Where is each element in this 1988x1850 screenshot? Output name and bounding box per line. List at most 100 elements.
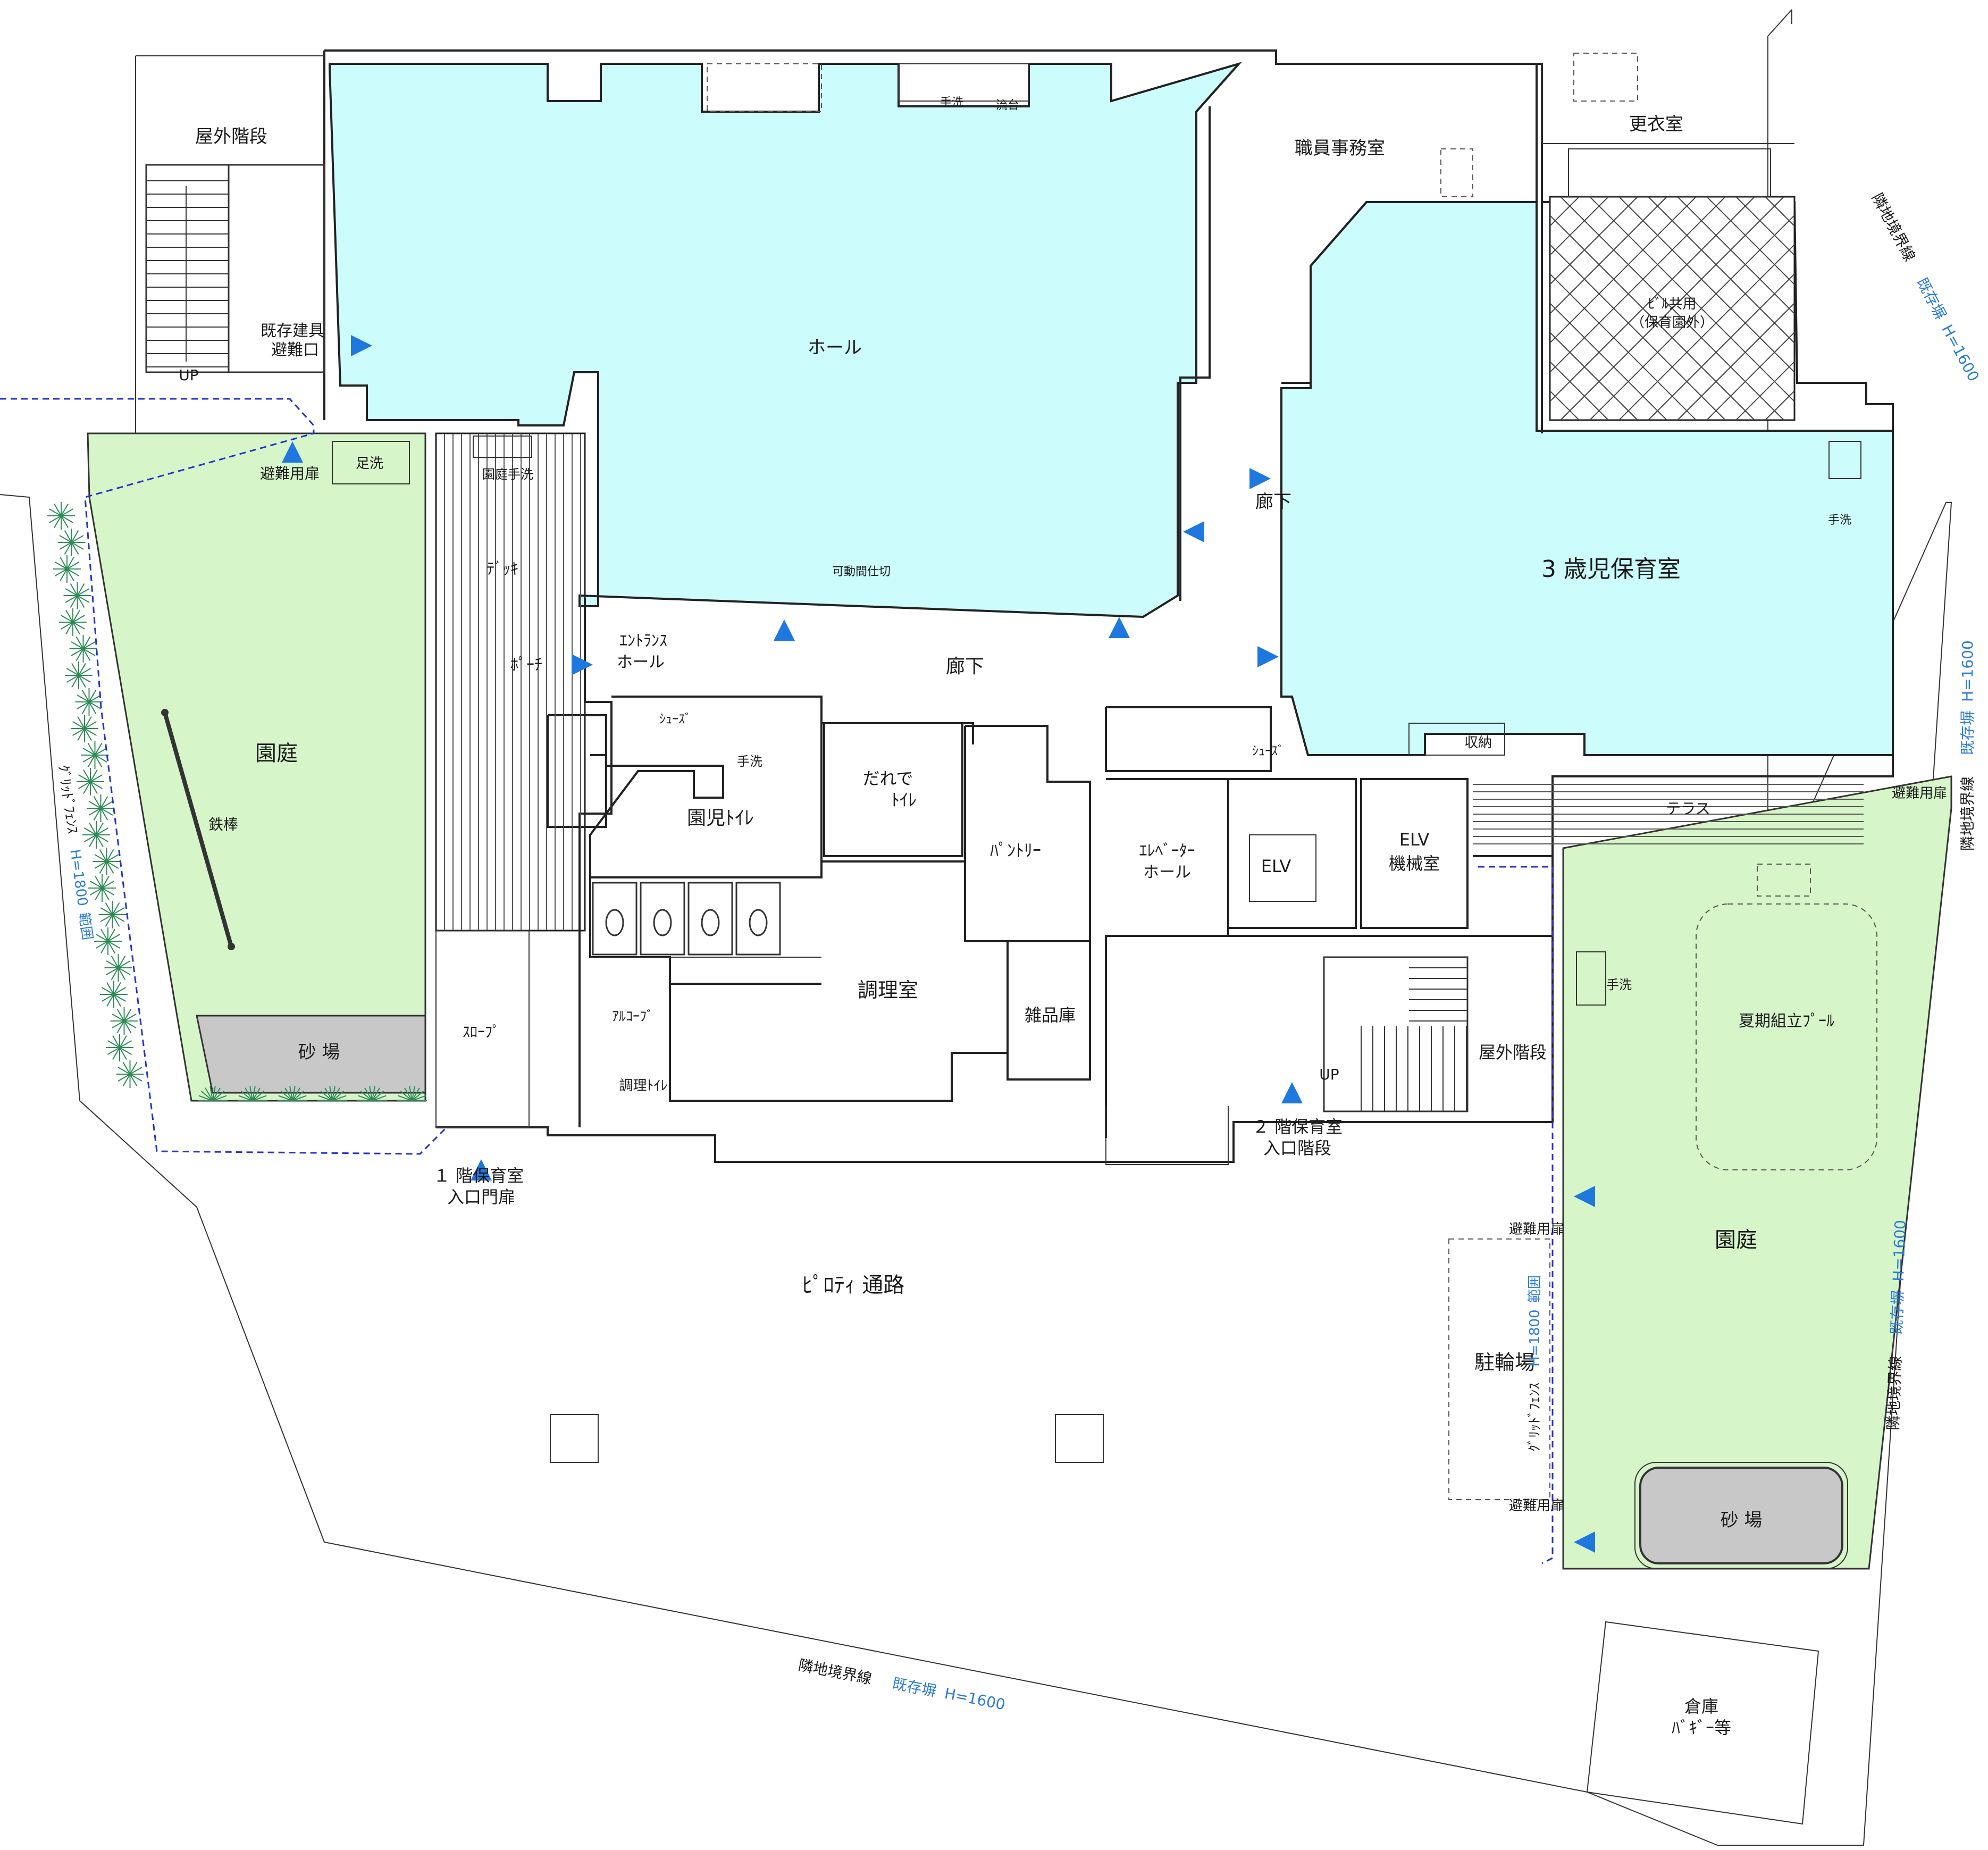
plant-leaf [96,822,104,835]
plant-leaf [60,568,68,582]
entrance-1f-label-2: 入口門扉 [447,1187,515,1207]
handwash-hall-label: 手洗 [940,96,963,110]
evacuation-arrow-icon [1257,646,1279,667]
plant-leaf [116,1020,125,1034]
boundary-bottom-h: H=1600 [943,1685,1007,1713]
garden-handwash-sink-right [1576,951,1606,1006]
toilet-stall [687,882,733,956]
shoes-label-2: ｼｭｰｽﾞ [1252,743,1284,758]
plant-leaf [106,849,114,862]
plant-leaf [95,875,103,889]
plant-leaf [61,515,69,529]
terrace-label: テラス [1666,800,1710,817]
planting-left [47,502,427,1101]
plant-leaf [105,902,113,915]
plant-leaf [372,1095,387,1101]
plant-leaf [88,801,101,809]
plant-leaf [332,1086,335,1101]
plant-leaf [94,755,103,768]
boundary-right-upper-wall: 既存塀 [1913,275,1950,323]
plant-leaf [87,742,96,756]
plant-leaf [112,914,125,922]
plant-leaf [102,888,110,901]
slope-area [435,930,530,1128]
plant-leaf [90,781,98,794]
plant-leaf [72,721,85,729]
warehouse [1586,1621,1819,1825]
plant-leaf [66,568,74,582]
building-common-label: ﾋﾞﾙ共用 [1648,296,1696,312]
plant-leaf [71,663,79,676]
plant-leaf [66,556,74,570]
hatch-line [1706,331,1794,420]
plant-leaf [119,1040,132,1048]
plant-leaf [48,508,62,516]
plant-leaf [102,888,115,895]
deck-frame [435,432,586,932]
plant-leaf [77,583,85,596]
plant-leaf [369,1086,373,1101]
evacuation-arrow-icon [1574,1186,1595,1207]
plant-leaf [87,755,96,768]
hatch-line [1618,244,1794,420]
plant-leaf [284,1087,293,1101]
fence-right-1: ｸﾞﾘｯﾄﾞﾌｪﾝｽ [1527,1383,1543,1452]
plant-leaf [318,1095,333,1101]
elevator-hall-label-1: ｴﾚﾍﾞｰﾀｰ [1139,842,1195,860]
entrance-2f-label-2: 入口階段 [1263,1138,1331,1158]
plant-leaf [398,1095,413,1101]
boundary-right-mid-h: H=1600 [1959,640,1976,702]
plant-leaf [76,636,84,649]
plant-leaf [412,1087,420,1101]
plant-leaf [89,822,97,835]
plant-leaf [364,1087,373,1101]
plant-leaf [252,1095,267,1101]
plant-leaf [280,1091,293,1101]
plant-leaf [84,721,97,729]
boundary-bottom: 隣地境界線 [797,1656,874,1687]
plant-leaf [61,508,74,516]
plant-leaf [54,503,62,516]
universal-toilet-label-2: ﾄｲﾚ [891,790,917,810]
plant-leaf [65,622,73,635]
plant-leaf [78,774,91,782]
plant-leaf [84,728,97,736]
plant-leaf [60,615,73,623]
plant-leaf [89,694,102,702]
plant-leaf [101,994,114,1002]
plant-leaf [84,728,92,741]
plant-leaf [77,728,85,741]
plant-leaf [95,941,108,949]
plant-leaf [360,1091,373,1101]
plant-leaf [113,994,127,1002]
plant-leaf [82,748,95,756]
hall-area [329,62,1243,618]
evacuation-arrow-icon [282,441,303,463]
class3-area [1280,201,1894,756]
plant-leaf [209,1086,213,1101]
plant-leaf [83,781,91,794]
column-2 [1055,1414,1104,1463]
plant-leaf [100,941,108,954]
toilet-bowl [701,909,720,936]
plant-leaf [88,808,101,816]
plant-leaf [106,967,119,975]
plant-leaf [212,1095,227,1101]
column-1 [550,1414,599,1463]
plant-leaf [72,615,86,623]
plant-leaf [60,622,73,630]
hatch-line [1550,331,1638,420]
plant-leaf [200,1091,213,1101]
hatch-line [1550,197,1726,373]
locker-room-label: 更衣室 [1629,114,1683,135]
plant-leaf [76,648,84,662]
sandbox-left-label: 砂 場 [298,1042,340,1063]
universal-toilet-room [823,722,963,857]
elv-label: ELV [1261,856,1291,876]
evacuation-arrow-icon [774,620,795,641]
plant-leaf [292,1091,305,1101]
plant-leaf [48,515,62,523]
hatch-line [1735,197,1794,256]
plant-leaf [372,1087,380,1101]
plant-leaf [61,515,74,523]
